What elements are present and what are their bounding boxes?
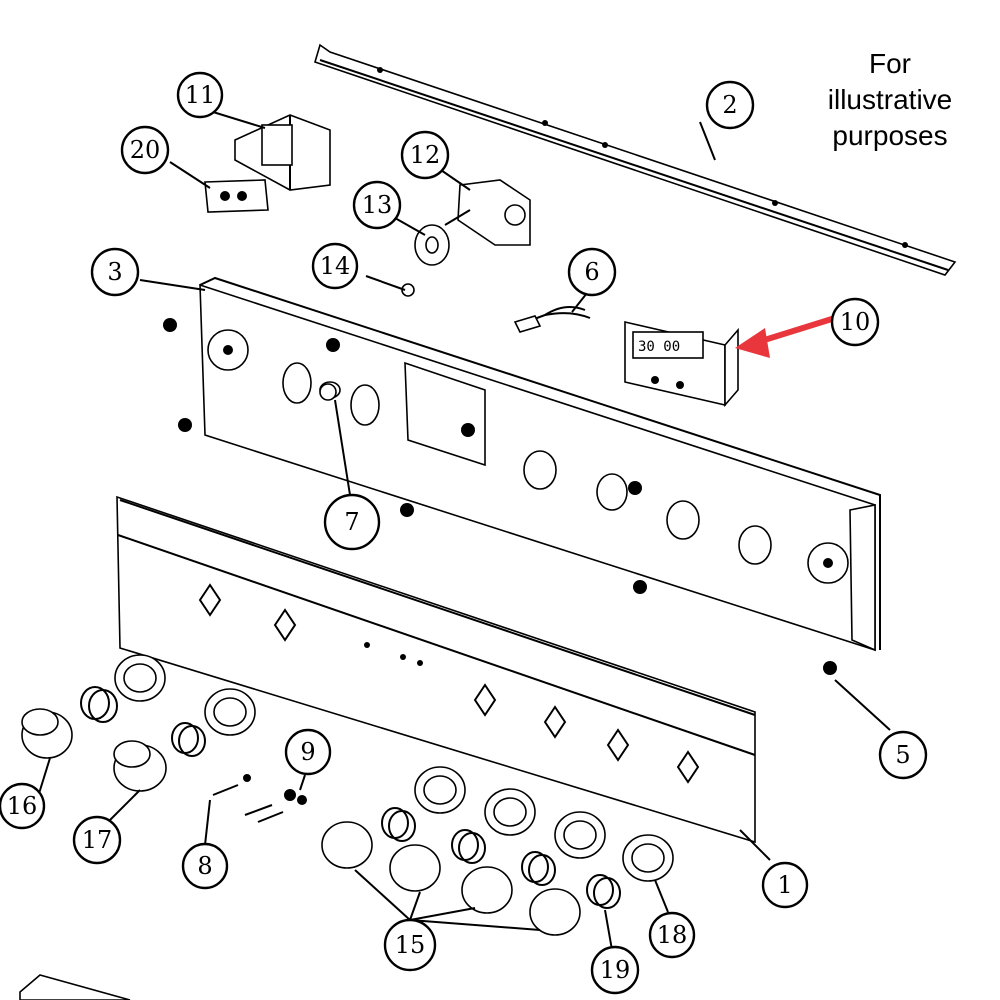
- note-line-3: purposes: [832, 120, 948, 151]
- callout-13: 13: [352, 180, 402, 230]
- callout-5: 5: [878, 730, 928, 780]
- callout-number: 9: [300, 738, 315, 766]
- bezels-left: [114, 654, 256, 736]
- part-15-knobs: [321, 821, 581, 936]
- callout-circle: [590, 945, 640, 995]
- callout-circle: [120, 125, 170, 175]
- callout-9: 9: [284, 728, 332, 776]
- callout-circle: [72, 815, 122, 865]
- callout-circle: [284, 728, 332, 776]
- leader-lines: [36, 111, 891, 951]
- part-8-part-9-screws: [212, 774, 307, 823]
- callout-7: 7: [323, 493, 381, 551]
- part-16-knob: [21, 708, 73, 759]
- part-20-switch-plate: [204, 179, 269, 213]
- note-line-2: illustrative: [827, 84, 953, 115]
- callout-number: 16: [7, 792, 38, 820]
- note-line-1: For: [869, 48, 911, 79]
- callout-circle: [878, 730, 928, 780]
- part-10-timer: 30 00: [624, 320, 739, 408]
- callout-circle: [323, 493, 381, 551]
- callout-number: 19: [600, 956, 631, 984]
- springs-right: [381, 807, 621, 909]
- callout-number: 18: [657, 921, 688, 949]
- callout-12: 12: [400, 130, 450, 180]
- highlight-arrow: [735, 315, 836, 358]
- callout-17: 17: [72, 815, 122, 865]
- callout-circle: [90, 247, 140, 297]
- part-17-knob: [113, 740, 167, 792]
- callout-16: 16: [0, 782, 46, 830]
- callout-8: 8: [181, 842, 229, 890]
- callout-20: 20: [120, 125, 170, 175]
- callout-number: 14: [320, 252, 351, 280]
- callout-14: 14: [311, 242, 359, 290]
- callout-number: 10: [840, 308, 871, 336]
- partial-bottom-panel: [19, 974, 131, 1000]
- illustrative-note: For illustrative purposes: [800, 46, 980, 154]
- callout-number: 5: [895, 741, 910, 769]
- callout-3: 3: [90, 247, 140, 297]
- callout-circle: [0, 782, 46, 830]
- callout-circle: [648, 911, 696, 959]
- callout-number: 12: [410, 141, 441, 169]
- callout-circle: [352, 180, 402, 230]
- part-7-spacer: [319, 383, 337, 401]
- bezels-right: [414, 766, 674, 882]
- callout-circle: [311, 242, 359, 290]
- callout-19: 19: [590, 945, 640, 995]
- callout-18: 18: [648, 911, 696, 959]
- part-6-igniter: [513, 305, 591, 333]
- callout-number: 20: [130, 136, 161, 164]
- callout-circle: [181, 842, 229, 890]
- callout-circle: [383, 918, 437, 972]
- part-1-front-fascia: [116, 495, 756, 844]
- callout-number: 7: [344, 508, 359, 536]
- callout-number: 8: [197, 852, 212, 880]
- callout-circle: [176, 71, 224, 119]
- callout-number: 1: [777, 871, 792, 899]
- callout-number: 6: [584, 258, 599, 286]
- callout-10: 10: [830, 297, 880, 347]
- part-14-nut: [401, 283, 415, 297]
- timer-display-text: 30 00: [638, 339, 680, 355]
- part-13-skirt: [414, 224, 450, 266]
- callout-1: 1: [761, 861, 809, 909]
- part-12-valve: [444, 179, 531, 246]
- callout-number: 2: [722, 91, 737, 119]
- callout-2: 2: [705, 80, 755, 130]
- callout-number: 15: [395, 931, 426, 959]
- callout-15: 15: [383, 918, 437, 972]
- callout-6: 6: [567, 247, 617, 297]
- callout-number: 17: [82, 826, 113, 854]
- callout-number: 11: [185, 81, 216, 109]
- callout-11: 11: [176, 71, 224, 119]
- callout-circle: [761, 861, 809, 909]
- part-11-switch: [234, 114, 331, 191]
- callout-circle: [567, 247, 617, 297]
- callout-circle: [705, 80, 755, 130]
- springs-left: [80, 686, 206, 757]
- callout-number: 13: [362, 191, 393, 219]
- callout-circle: [400, 130, 450, 180]
- callout-circle: [830, 297, 880, 347]
- part-3-back-panel: [163, 276, 881, 675]
- part-2-top-rail: [314, 43, 957, 276]
- callout-number: 3: [107, 258, 122, 286]
